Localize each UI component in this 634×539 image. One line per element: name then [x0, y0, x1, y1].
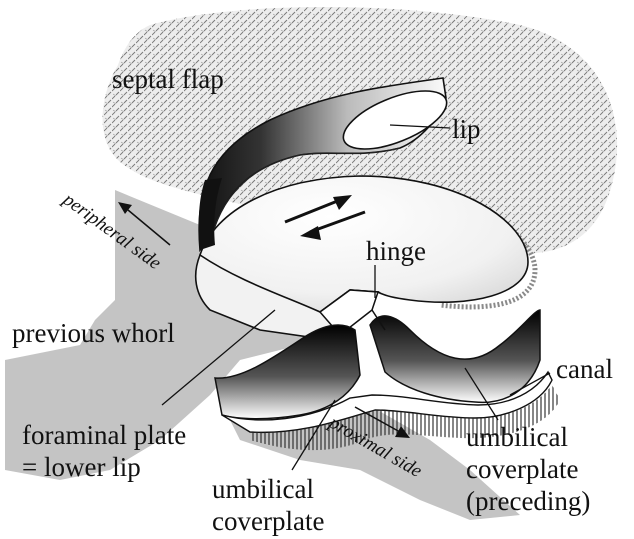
- label-canal: canal: [556, 354, 613, 384]
- label-hinge: hinge: [366, 236, 426, 266]
- label-preceding-3: (preceding): [466, 486, 590, 516]
- label-lip: lip: [452, 114, 481, 144]
- label-foraminal-plate-2: = lower lip: [22, 452, 141, 482]
- label-umbilical-coverplate-1: umbilical: [212, 474, 314, 504]
- label-previous-whorl: previous whorl: [12, 318, 175, 348]
- label-foraminal-plate-1: foraminal plate: [22, 420, 186, 450]
- label-preceding-2: coverplate: [466, 454, 578, 484]
- label-septal-flap: septal flap: [112, 64, 224, 94]
- umbilical-trough-right: [370, 310, 540, 402]
- label-umbilical-coverplate-2: coverplate: [212, 506, 324, 536]
- label-preceding-1: umbilical: [466, 422, 568, 452]
